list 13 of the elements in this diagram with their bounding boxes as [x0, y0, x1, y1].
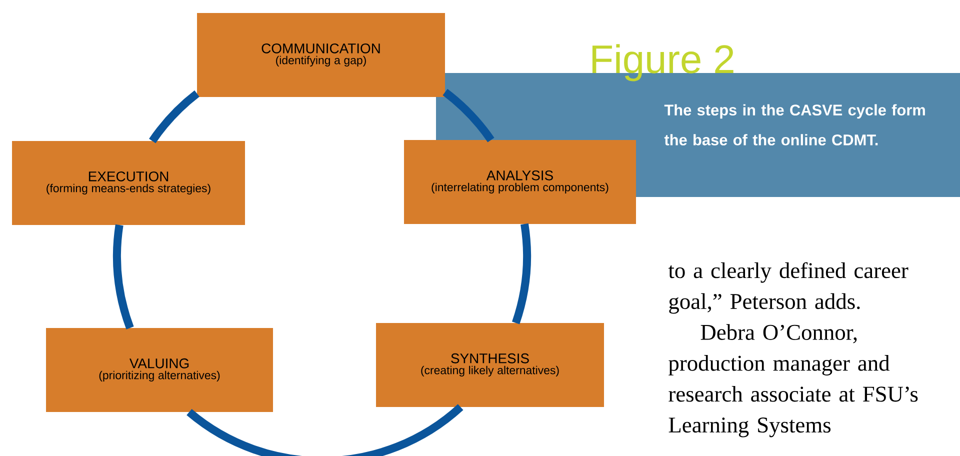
cycle-arc [149, 90, 200, 144]
step-box: EXECUTION (forming means-ends strategies) [12, 140, 245, 225]
figure-title: Figure 2 [592, 44, 734, 82]
body-text: Debra O’Connor, production manager and research associate at FSU’s Learning Systems [668, 324, 918, 438]
cycle-arc [512, 223, 531, 324]
step-box: SYNTHESIS (creating likely alternatives) [376, 322, 604, 407]
cycle-arc [186, 404, 464, 456]
cycle-arc [442, 88, 494, 142]
cycle-arc [113, 224, 134, 330]
step-box: COMMUNICATION (identifying a gap) [197, 13, 445, 97]
step-box: ANALYSIS (interrelating problem components) [404, 140, 636, 224]
step-box: VALUING (prioritizing alternatives) [46, 328, 273, 412]
body-text: to a clearly defined career goal,” Peterson adds. [668, 262, 908, 314]
